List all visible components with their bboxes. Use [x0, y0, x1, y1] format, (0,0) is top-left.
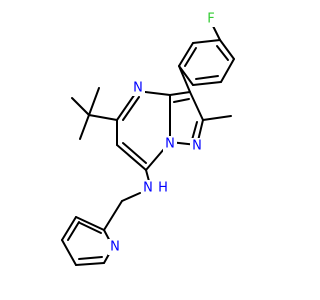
- bond-ph2-ph3: [192, 39, 221, 44]
- bond-ph4-ph5: [220, 58, 235, 83]
- pyrazole-nitrogen-label-bg: [190, 138, 204, 154]
- bond-c3-c2: [189, 91, 204, 121]
- molecule-structure: F N N N N H N: [61, 11, 235, 266]
- bond-py3-py2-double: [79, 222, 102, 234]
- bonds: [61, 19, 235, 266]
- bond-ph3-ph4: [219, 39, 235, 60]
- bond-ph5-ph6: [192, 81, 222, 86]
- bridgehead-nitrogen-label: N: [165, 137, 175, 152]
- amine-hydrogen-label-bg: [156, 180, 170, 196]
- amine-hydrogen-label: H: [158, 181, 168, 196]
- bond-ph5-ph6-double: [195, 75, 219, 80]
- bond-py4-py3-double: [67, 221, 80, 241]
- bond-tbu-methyl-bottom: [79, 114, 90, 140]
- bond-tbu-quaternary-ring: [88, 114, 118, 121]
- pyridine-nitrogen-label-bg: [108, 239, 122, 255]
- pyrimidine-nitrogen-label-bg: [131, 80, 145, 96]
- bond-c7-c6: [116, 144, 147, 171]
- bond-tbu-methyl-left: [71, 97, 90, 116]
- bond-c2-methyl: [202, 115, 232, 121]
- bond-ch2-pyridine: [103, 200, 123, 231]
- bond-c3a-c3-double: [173, 98, 190, 103]
- bond-c3a-c3: [169, 91, 191, 96]
- bond-c3-phenyl: [178, 65, 191, 93]
- bond-c2-n1-double: [191, 121, 198, 141]
- bond-amine-ch2: [121, 192, 141, 202]
- bond-c7-c6-double: [122, 142, 147, 164]
- atom-labels: F N N N N H N: [108, 11, 218, 255]
- bond-ph6-ph1: [178, 65, 194, 86]
- bond-py4-py3: [61, 216, 77, 241]
- amine-nitrogen-label-bg: [141, 180, 155, 196]
- fluorine-label: F: [207, 12, 214, 27]
- bond-c5-n4-double: [122, 96, 140, 121]
- bond-ph1-ph2-double: [184, 47, 197, 67]
- pyrimidine-nitrogen-label: N: [133, 81, 143, 96]
- bond-ph3-ph4-double: [216, 45, 229, 61]
- bond-py6-py5: [75, 262, 105, 266]
- bond-py6-py5-double: [78, 256, 103, 260]
- pyrazole-nitrogen-label: N: [192, 139, 202, 154]
- pyridine-nitrogen-label: N: [110, 240, 120, 255]
- bond-py3-py2: [75, 216, 105, 231]
- fluorine-label-bg: [204, 11, 218, 27]
- bond-ph1-ph2: [178, 42, 194, 67]
- bond-py5-py4: [61, 239, 77, 266]
- bridgehead-nitrogen-label-bg: [163, 136, 177, 152]
- bond-tbu-methyl-top: [88, 87, 100, 116]
- amine-nitrogen-label: N: [143, 181, 153, 196]
